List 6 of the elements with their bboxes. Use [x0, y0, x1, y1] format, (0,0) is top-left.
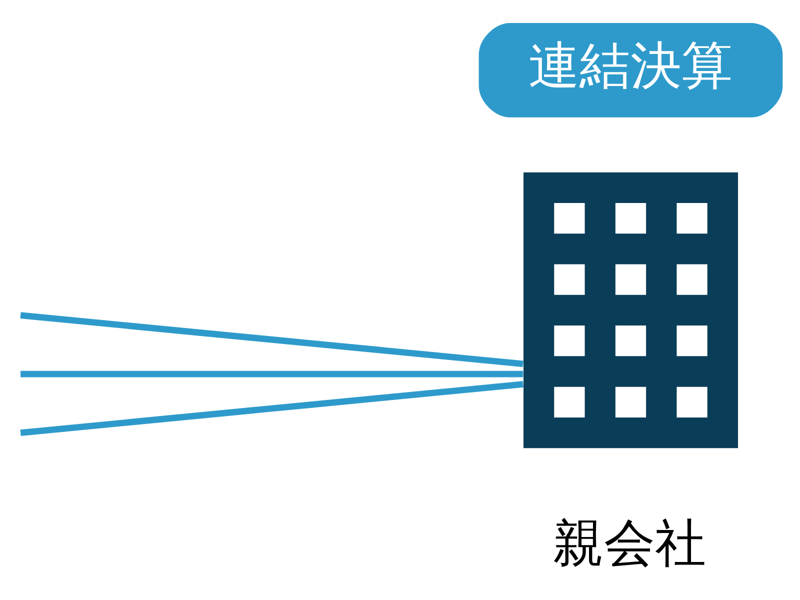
connector — [20, 312, 524, 368]
node-box — [524, 172, 738, 448]
node-box: 連結決算 — [478, 22, 783, 118]
connector — [20, 381, 524, 436]
node-label: 親会社 — [552, 514, 706, 574]
connector — [20, 370, 524, 378]
